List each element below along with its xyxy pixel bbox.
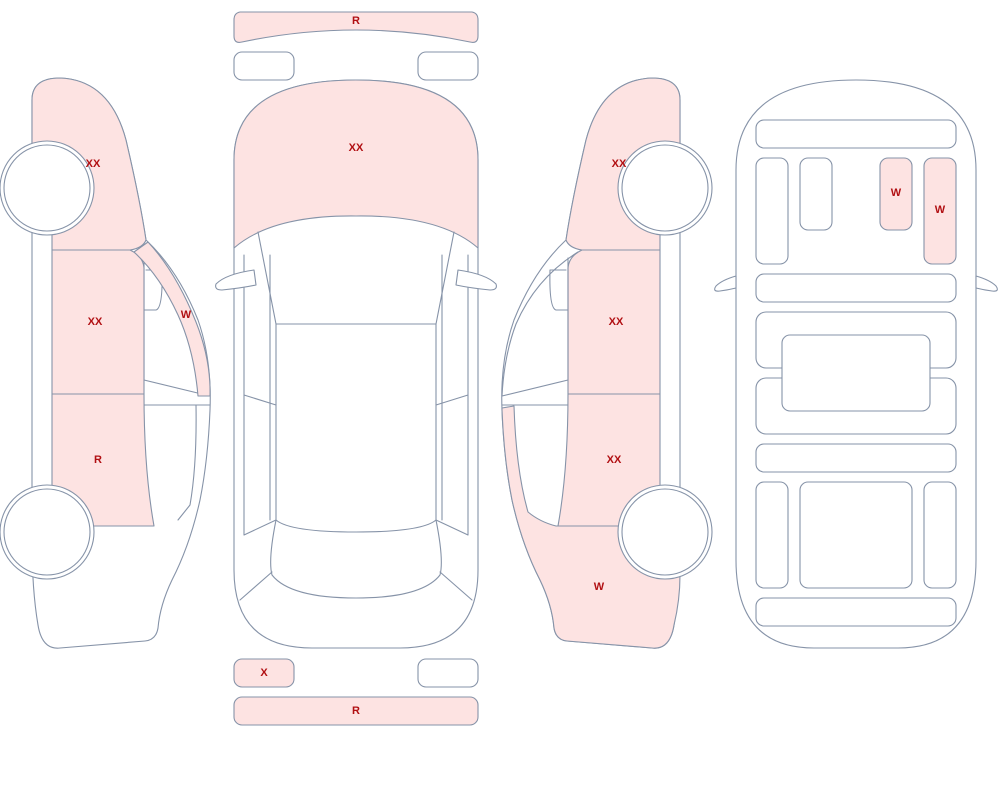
right-rear-window	[549, 269, 569, 311]
left-front-door-panel	[51, 393, 155, 527]
interior-rear-left-seat	[755, 157, 789, 265]
right-front-fender-panel	[501, 405, 681, 649]
right-front-fender-label: W	[594, 581, 605, 593]
rear-bumper-top-label: R	[352, 15, 360, 27]
interior-front-bench	[755, 443, 957, 473]
interior-front-right-seat	[923, 481, 957, 589]
roof-outline	[275, 323, 437, 533]
left-rear-door-label: XX	[88, 316, 103, 328]
interior-dashboard	[799, 481, 913, 589]
front-bumper-panel	[233, 696, 479, 726]
right-front-wheel	[621, 488, 709, 576]
right-door-lines	[435, 254, 469, 536]
right-rear-quarter-label: XX	[612, 158, 627, 170]
left-door-lines	[243, 254, 277, 536]
trunk-left-corner-panel	[233, 51, 295, 81]
right-rear-wheel	[621, 144, 709, 232]
trunk-right-corner-panel	[417, 51, 479, 81]
left-rear-wheel	[3, 144, 91, 232]
front-bumper-label: R	[352, 705, 360, 717]
hood-label: XX	[349, 142, 364, 154]
left-front-wheel	[3, 488, 91, 576]
interior-seat-b-panel	[923, 157, 957, 265]
top-view: R XX X R	[215, 11, 497, 726]
right-rear-door-label: XX	[609, 316, 624, 328]
front-left-corner-panel	[233, 658, 295, 688]
interior-front-left-seat	[755, 481, 789, 589]
interior-seat-b-label: W	[935, 204, 946, 216]
right-front-door-label: XX	[607, 454, 622, 466]
interior-seat-a-label: W	[891, 187, 902, 199]
windshield	[257, 231, 455, 325]
rear-bumper-top-panel	[233, 11, 479, 43]
left-mirror	[215, 269, 257, 291]
interior-rear-bench	[755, 273, 957, 303]
left-front-pillar-line	[177, 404, 197, 521]
front-right-corner-panel	[417, 658, 479, 688]
trunk-lines	[239, 571, 473, 601]
right-side-view: XX XX XX W	[501, 77, 713, 649]
interior-left-mirror	[714, 275, 737, 292]
front-left-corner-label: X	[260, 667, 268, 679]
interior-right-mirror	[975, 275, 998, 292]
interior-center-console	[781, 334, 931, 412]
interior-view: W W	[714, 79, 998, 649]
hood-panel	[233, 79, 479, 249]
right-window-frame	[501, 257, 569, 406]
left-rear-quarter-label: XX	[86, 158, 101, 170]
interior-front-shelf	[755, 597, 957, 627]
left-a-pillar-label: W	[181, 309, 192, 321]
left-front-door-label: R	[94, 454, 102, 466]
left-side-view: XX XX R W	[0, 77, 211, 649]
rear-window	[270, 519, 442, 599]
right-mirror	[455, 269, 497, 291]
right-a-pillar-line	[501, 251, 579, 397]
left-a-pillar-panel	[133, 241, 211, 397]
interior-rear-center-seat	[799, 157, 833, 231]
interior-seat-a-panel	[879, 157, 913, 231]
interior-rear-shelf	[755, 119, 957, 149]
